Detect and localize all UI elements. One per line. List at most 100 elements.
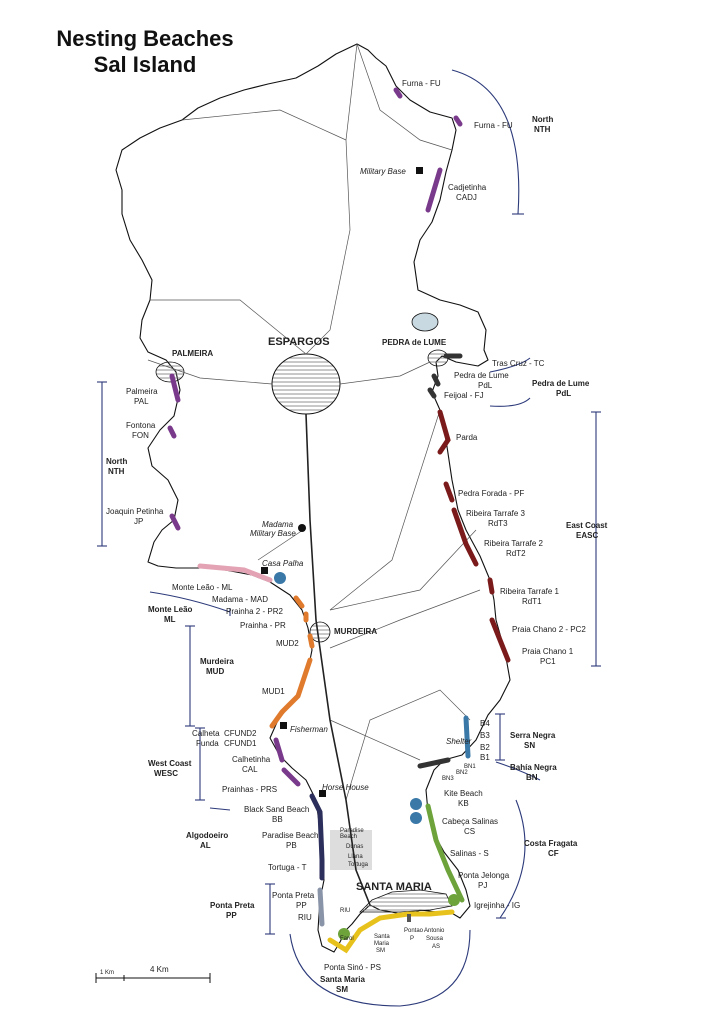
beach-furna-2 <box>453 115 463 127</box>
beach-label-antonio-3: AS <box>432 944 440 950</box>
label-horse-house: Horse House <box>322 783 369 792</box>
beach-label-cfund2: CFUND2 <box>224 729 257 738</box>
beach-label-pc1-1: Praia Chano 1 <box>522 647 574 656</box>
beach-fontona <box>167 425 177 439</box>
beach-label-fontona-2: FON <box>132 431 149 440</box>
beach-label-kite-2: KB <box>458 799 469 808</box>
beach-label-bn3: BN3 <box>442 776 454 782</box>
beach-label-pontao-2: P <box>410 936 414 942</box>
madama-military-marker <box>298 524 306 532</box>
santa-maria-town-area <box>359 889 453 913</box>
label-dunas: Dunas <box>346 844 363 850</box>
beach-label-furna-2: Furna - FU <box>474 121 513 130</box>
beach-ponta-preta <box>317 887 325 927</box>
main-highway <box>305 413 371 906</box>
beach-segments <box>167 87 511 954</box>
beach-madama <box>293 595 305 609</box>
label-madama-military-1: Madama <box>262 520 294 529</box>
beach-label-pdl-1: Pedra de Lume <box>454 371 509 380</box>
horse-house-marker <box>319 790 326 797</box>
zone-label-murdeira-2: MUD <box>206 667 224 676</box>
beach-label-bn1: BN1 <box>464 764 476 770</box>
beach-pedra-lume <box>431 373 441 387</box>
fisherman-marker <box>280 722 287 729</box>
label-shelter: Shelter <box>446 737 472 746</box>
beach-label-palmeira-2: PAL <box>134 397 149 406</box>
beach-label-cadjetinha-1: Cadjetinha <box>448 183 487 192</box>
beach-label-paradise-pb-1: Paradise Beach <box>262 831 318 840</box>
label-madama-military-2: Military Base <box>250 529 296 538</box>
beach-label-antonio-2: Sousa <box>426 936 444 942</box>
beach-label-pedra-forada: Pedra Forada - PF <box>458 489 524 498</box>
beach-label-b1: B1 <box>480 753 490 762</box>
zone-label-east-1: East Coast <box>566 521 608 530</box>
town-palmeira: PALMEIRA <box>172 349 213 358</box>
beach-label-furna-1: Furna - FU <box>402 79 441 88</box>
beach-label-madama: Madama - MAD <box>212 595 268 604</box>
beach-label-calheta-funda-2: Funda <box>196 739 219 748</box>
beach-label-cfund1: CFUND1 <box>224 739 257 748</box>
beach-palmeira <box>169 373 181 403</box>
palmeira-town-area <box>155 361 185 383</box>
beach-label-pc1-2: PC1 <box>540 657 556 666</box>
beach-label-rdt1-2: RdT1 <box>522 597 542 606</box>
beach-label-ponta-preta-1: Ponta Preta <box>272 891 315 900</box>
zone-label-bahia-2: BN <box>526 773 538 782</box>
beach-label-antonio-1: Antonio <box>424 928 445 934</box>
beach-label-cabeca-2: CS <box>464 827 475 836</box>
town-murdeira: MURDEIRA <box>334 627 377 636</box>
zone-label-pdl-1: Pedra de Lume <box>532 379 590 388</box>
zone-label-algo-2: AL <box>200 841 211 850</box>
zone-label-west-2: WESC <box>154 769 178 778</box>
title-line-2: Sal Island <box>93 52 197 77</box>
beach-label-salinas: Salinas - S <box>450 849 489 858</box>
zone-label-bahia-1: Bahía Negra <box>510 763 557 772</box>
beach-mud1 <box>269 657 313 729</box>
label-casa-palha: Casa Palha <box>262 559 304 568</box>
info-icon-east <box>410 798 422 810</box>
beach-label-monte-leao: Monte Leão - ML <box>172 583 233 592</box>
zone-label-costa-2: CF <box>548 849 559 858</box>
zone-label-pdl-2: PdL <box>556 389 571 398</box>
military-base-marker <box>416 167 423 174</box>
turtle-icon-east <box>410 812 422 824</box>
zone-label-north-west-2: NTH <box>108 467 125 476</box>
beach-costa-fragata <box>425 803 465 903</box>
beach-label-black-sand-1: Black Sand Beach <box>244 805 309 814</box>
town-espargos: ESPARGOS <box>268 336 330 348</box>
beach-label-riu: RIU <box>298 913 312 922</box>
beach-label-b4: B4 <box>480 719 490 728</box>
beach-label-feijoal: Feijoal - FJ <box>444 391 484 400</box>
murdeira-town-area <box>309 621 331 643</box>
turtle-icon-riu <box>338 928 350 940</box>
beach-feijoal <box>427 387 437 399</box>
zone-label-sm-2: SM <box>336 985 348 994</box>
beach-label-rdt3-1: Ribeira Tarrafe 3 <box>466 509 526 518</box>
beach-monte-leao <box>197 563 273 583</box>
beach-label-ponta-jelonga-1: Ponta Jelonga <box>458 871 510 880</box>
label-military-base: Military Base <box>360 167 406 176</box>
info-icon <box>274 572 286 584</box>
beach-label-pr2: Prainha 2 - PR2 <box>226 607 283 616</box>
label-farol: Farol <box>340 936 354 942</box>
town-santa-maria: SANTA MARIA <box>356 881 432 893</box>
town-pedra-de-lume: PEDRA de LUME <box>382 338 447 347</box>
espargos-town-area <box>271 353 341 415</box>
beach-label-calhetinha-2: CAL <box>242 765 258 774</box>
beach-label-kite-1: Kite Beach <box>444 789 483 798</box>
zone-label-ponta-preta-1: Ponta Preta <box>210 901 255 910</box>
beach-black-sand <box>309 793 325 881</box>
beach-label-pc2: Praia Chano 2 - PC2 <box>512 625 586 634</box>
beach-label-rdt3-2: RdT3 <box>488 519 508 528</box>
beach-serra-negra <box>463 715 471 759</box>
label-paradise-beach-2: Beach <box>340 834 357 840</box>
zone-label-monte-2: ML <box>164 615 176 624</box>
zone-label-north-east-1: North <box>532 115 553 124</box>
map-title: Nesting Beaches Sal Island <box>30 26 260 78</box>
beach-label-b2: B2 <box>480 743 490 752</box>
beach-label-calhetinha-1: Calhetinha <box>232 755 271 764</box>
zone-label-north-west-1: North <box>106 457 127 466</box>
beach-label-ponta-sino: Ponta Sinó - PS <box>324 963 381 972</box>
zone-label-ponta-preta-2: PP <box>226 911 237 920</box>
beach-cadjetinha <box>425 167 443 213</box>
